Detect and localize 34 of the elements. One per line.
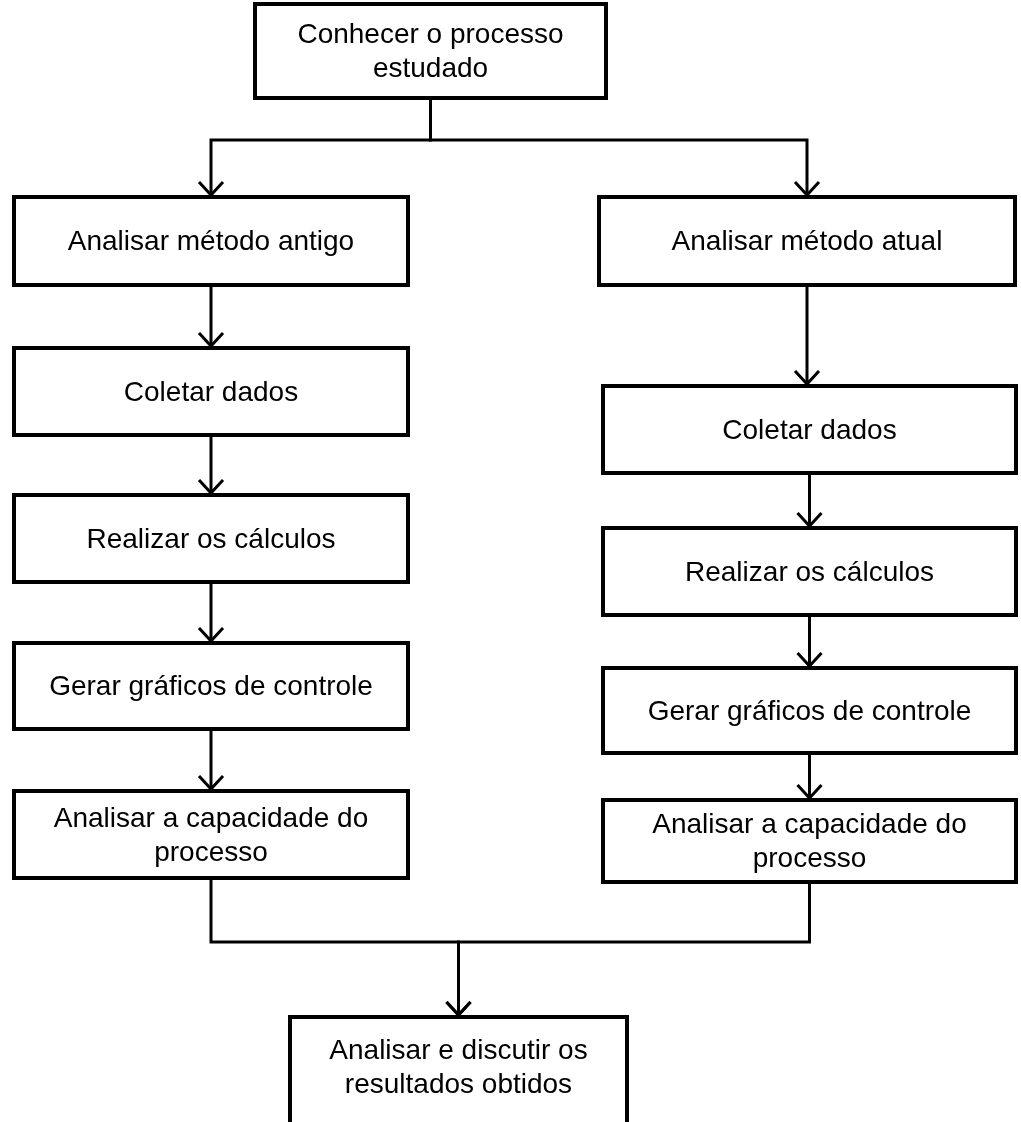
arrow bbox=[429, 100, 821, 197]
process-box bbox=[253, 2, 608, 100]
process-box bbox=[12, 195, 410, 287]
process-box bbox=[601, 526, 1018, 617]
step-text: Gerar gráficos de controle bbox=[647, 693, 972, 728]
step-text: Realizar os cálculos bbox=[86, 521, 336, 556]
step-text: Analisar a capacidade do processo bbox=[52, 800, 370, 869]
process-box bbox=[12, 789, 410, 880]
arrow bbox=[796, 617, 823, 668]
process-box bbox=[12, 641, 410, 731]
arrow bbox=[445, 884, 811, 1017]
arrow bbox=[197, 287, 225, 348]
process-box bbox=[12, 493, 410, 584]
process-box bbox=[601, 798, 1018, 884]
arrow bbox=[197, 584, 225, 643]
step-text: Gerar gráficos de controle bbox=[49, 669, 373, 703]
step-text: Coletar dados bbox=[722, 412, 897, 447]
step-text: Analisar método antigo bbox=[67, 224, 355, 258]
step-text: Conhecer o processo estudado bbox=[296, 17, 565, 85]
process-box bbox=[12, 346, 410, 437]
step-text: Coletar dados bbox=[123, 374, 299, 409]
arrow bbox=[197, 731, 225, 791]
step-text: Analisar e discutir os resultados obtidos bbox=[328, 1033, 589, 1101]
process-box bbox=[601, 666, 1018, 755]
arrow bbox=[793, 287, 821, 386]
step-text: Realizar os cálculos bbox=[685, 554, 934, 589]
arrow bbox=[197, 437, 225, 495]
step-text: Analisar método atual bbox=[671, 224, 943, 258]
process-box bbox=[288, 1015, 629, 1122]
step-text: Analisar a capacidade do processo bbox=[651, 807, 968, 875]
arrow bbox=[796, 475, 823, 528]
process-box bbox=[601, 384, 1018, 475]
arrow bbox=[796, 755, 823, 800]
process-box bbox=[597, 195, 1017, 287]
